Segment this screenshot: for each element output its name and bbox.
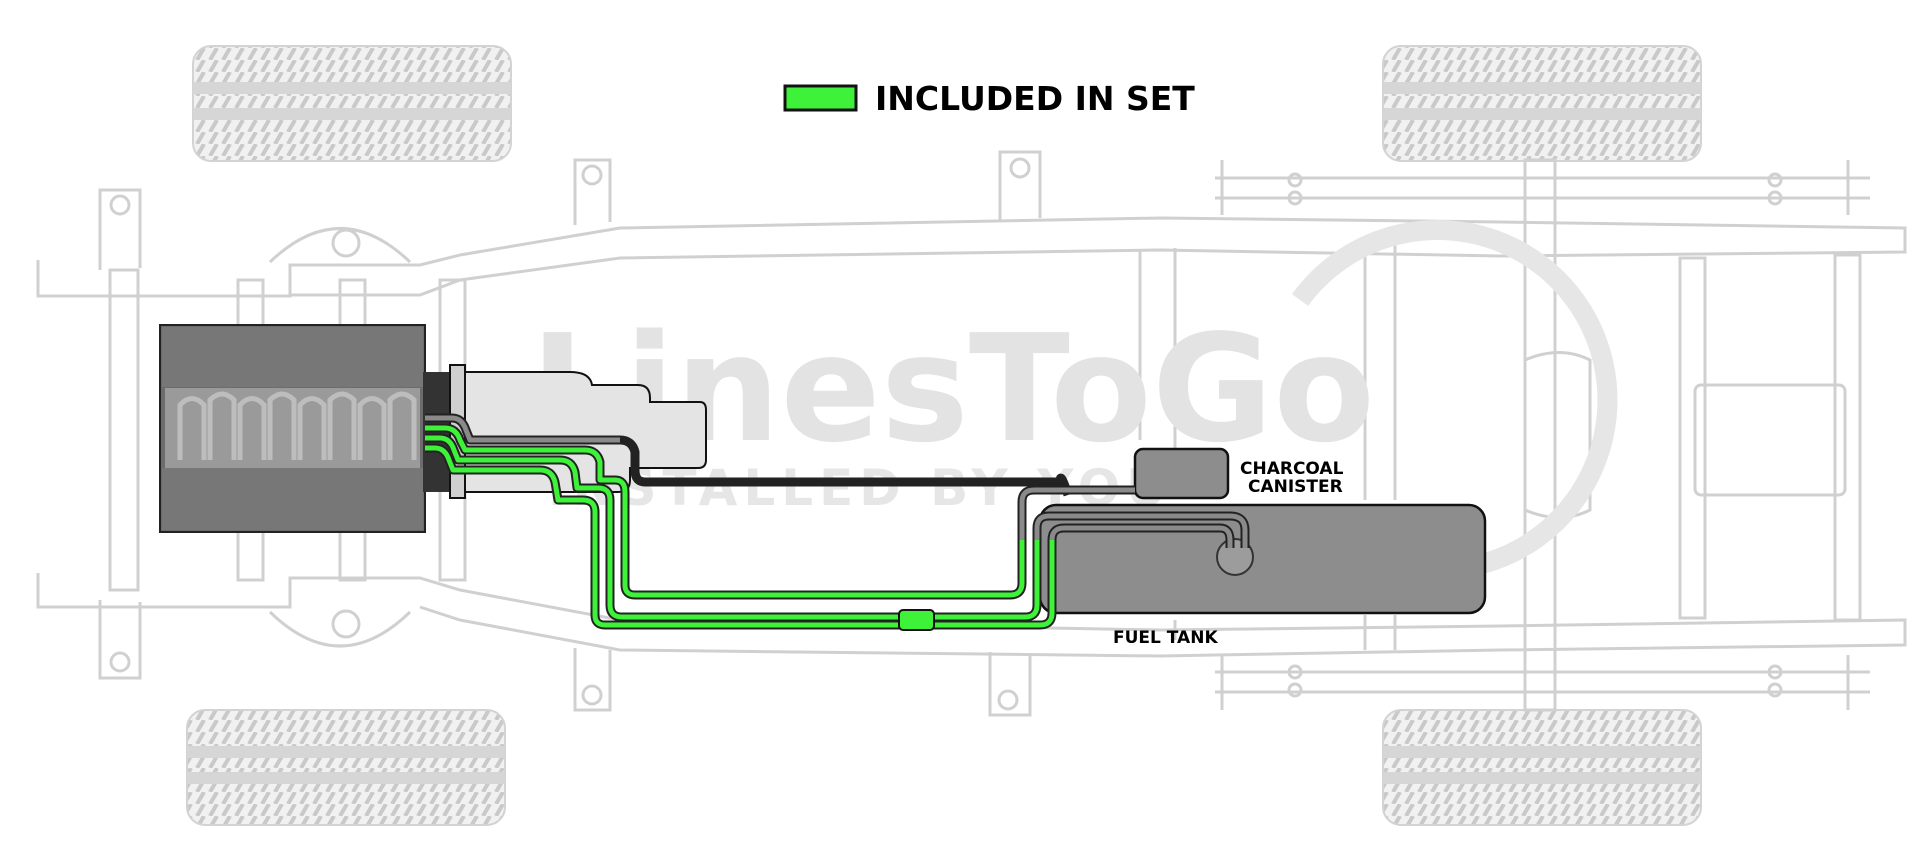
- fuel-lines: [425, 413, 1250, 630]
- tire-front-left-icon: [192, 45, 512, 162]
- tire-front-right-icon: [186, 709, 506, 826]
- fuel-tank: [1038, 503, 1487, 615]
- engine-icon: [159, 324, 451, 533]
- canister-label-line2: CANISTER: [1248, 477, 1343, 497]
- legend: INCLUDED IN SET: [783, 79, 1195, 118]
- fuel-tank-label: FUEL TANK: [1113, 628, 1218, 648]
- tire-rear-right-icon: [1382, 709, 1702, 826]
- legend-swatch: [783, 84, 858, 112]
- charcoal-canister: [1133, 447, 1230, 500]
- legend-label: INCLUDED IN SET: [875, 79, 1195, 118]
- fuel-filter-icon: [898, 609, 935, 631]
- canister-label-line1: CHARCOAL: [1240, 459, 1344, 479]
- tire-rear-left-icon: [1382, 45, 1702, 162]
